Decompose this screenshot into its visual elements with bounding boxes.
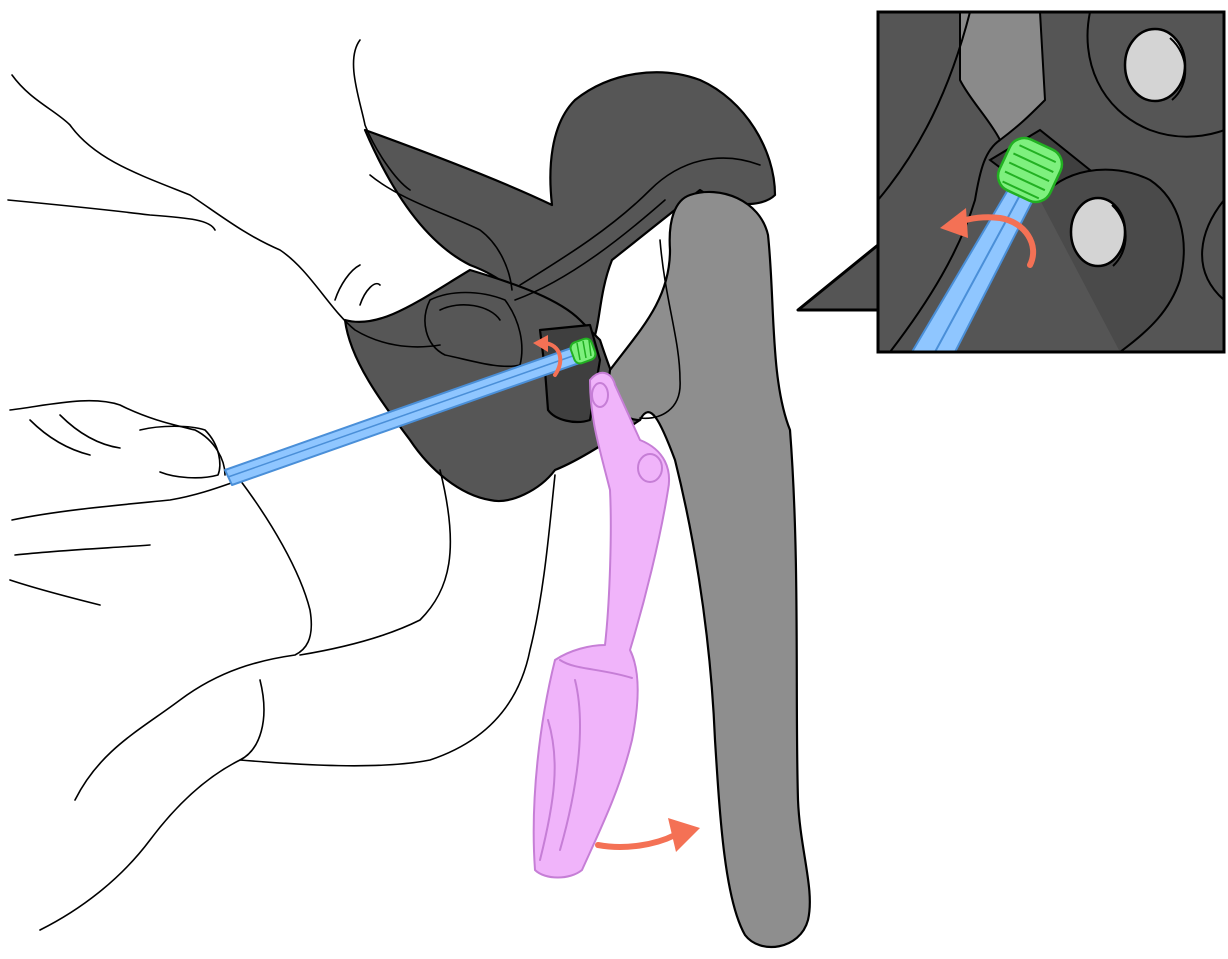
lower-hand-finger xyxy=(140,426,220,478)
palm-contour-2 xyxy=(300,470,450,655)
inset-pointer xyxy=(798,245,878,310)
reach-shim-hole-top xyxy=(592,383,608,407)
finger-tip-line xyxy=(30,415,120,455)
inset-bolt-bottom xyxy=(1071,198,1125,266)
wrist-contour xyxy=(40,680,264,930)
movement-arrow-head xyxy=(668,818,700,852)
lower-hand-contour-2 xyxy=(12,480,240,520)
detail-inset xyxy=(798,12,1224,352)
reach-shim-hole-mid xyxy=(638,454,662,482)
curved-right-arrow xyxy=(598,818,700,852)
palm-contour xyxy=(75,480,311,800)
wrist-contour-2 xyxy=(240,475,555,766)
hand-crease-1 xyxy=(335,265,360,300)
hand-back-upper-contour xyxy=(12,75,440,347)
lower-hand-contour xyxy=(10,401,225,475)
inset-bolt-top xyxy=(1125,29,1185,101)
hand-back-upper-contour-2 xyxy=(8,200,215,230)
hand-crease-2 xyxy=(360,284,380,305)
lower-hand-contour-3 xyxy=(10,545,150,605)
movement-arrow-shaft xyxy=(598,835,675,847)
